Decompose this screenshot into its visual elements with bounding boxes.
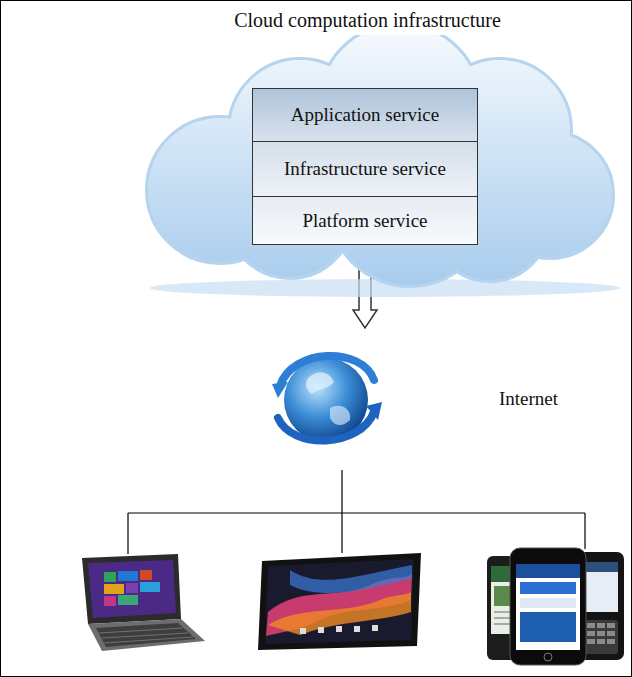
network-label: Internet <box>445 378 612 420</box>
layer-label: Platform service <box>302 210 427 232</box>
globe-picture <box>268 328 384 470</box>
phones-picture <box>487 548 624 665</box>
service-layer: Application service <box>252 88 478 142</box>
layer-label: Infrastructure service <box>284 158 446 180</box>
layer-label: Application service <box>291 104 439 126</box>
internet-node: Internet <box>268 328 384 470</box>
region-title: Cloud computation infrastructure <box>195 6 540 35</box>
laptop-picture <box>82 554 205 651</box>
service-layer: Platform service <box>252 196 478 245</box>
service-layer: Infrastructure service <box>252 141 478 197</box>
device-tree-lines <box>128 470 585 554</box>
cloud-region: Cloud computation infrastructureApplicat… <box>110 0 630 305</box>
tablet-picture <box>258 553 421 650</box>
